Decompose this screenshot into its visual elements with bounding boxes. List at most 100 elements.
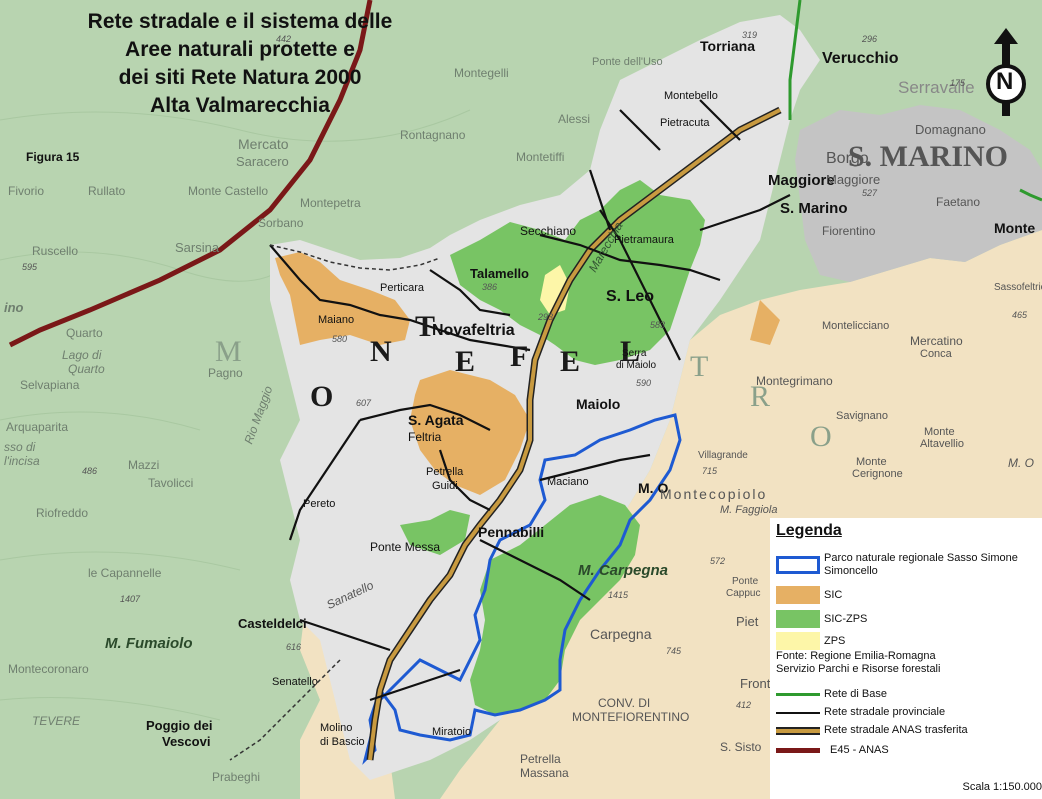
region-letter-t: T [415,310,438,343]
river-tevere: TEVERE [32,714,81,728]
town-borgo-maggiore: Maggiore [826,172,881,187]
town-petrella: Petrella [426,466,464,478]
town-m-o: M. O [1008,456,1034,470]
legend-label-e45: E45 - ANAS [830,744,889,756]
town-quarto: Quarto [66,326,103,340]
town-prabeghi: Prabeghi [212,770,261,784]
town-ciuno: ino [4,300,24,315]
town-maiano: Maiano [318,314,355,326]
sic-zps-area-messa [400,510,470,555]
elevation-label: 745 [666,646,682,656]
town-senatello: Senatello [272,676,318,688]
town-poggio-dei: Poggio dei [146,718,213,733]
town-selvapiana: Selvapiana [20,378,80,392]
town-guidi: Guidi [432,480,458,492]
peak-carpegna: M. Carpegna [578,562,669,579]
north-arrow-label: N [996,68,1014,95]
elevation-label: 412 [736,700,752,710]
town-petrella-massana: Petrella [520,752,561,766]
region-letter-o: O [310,380,336,413]
town-ponte-uso: Ponte dell'Uso [592,56,663,68]
town-mercatino: Mercatino [910,334,963,348]
elevation-label: 616 [286,642,302,652]
town-serravalle: Serravalle [898,78,975,97]
figure-label: Figura 15 [26,150,80,164]
title-line-1: Rete stradale e il sistema delle [87,10,393,33]
town-s-agata: S. Agata [408,412,464,428]
town-conv-di: CONV. DI [598,696,651,710]
town-massana: Massana [520,766,569,780]
town-montecoronaro: Montecoronaro [8,662,89,676]
region-letter-m: M [215,335,244,368]
elevation-label: 465 [1012,310,1028,320]
map-title: Rete stradale e il sistema delle Aree na… [20,8,460,120]
town-capannelle: le Capannelle [88,566,162,580]
sic-zps-area-carpegna [470,495,640,715]
legend-item-rete-anas: Rete stradale ANAS trasferita [776,724,968,737]
town-novafeltria: Novafeltria [432,322,515,339]
sic-area-east [750,300,780,345]
regional-boundary [229,244,441,761]
town-m: M. O [638,480,669,496]
elevation-label: 572 [710,556,726,566]
town-frontino: Front [740,676,771,691]
legend-title: Legenda [776,522,842,539]
town-s-leo: S. Leo [606,288,655,305]
town-monte-altavellio: Monte [924,426,955,438]
town-rullato: Rullato [88,184,126,198]
town-pagno: Pagno [208,366,243,380]
town-mercato: Mercato [238,136,289,152]
road-provinciale-network [269,99,791,702]
region-letter-n: N [370,335,394,368]
town-sarsina: Sarsina [175,240,220,255]
legend-label-rete-anas: Rete stradale ANAS trasferita [824,724,968,736]
town-molino: Molino [320,722,353,734]
legend-swatch-rete-base [776,693,820,696]
town-lago-di: Lago di [62,348,102,362]
town-borgo: Borgo [826,150,869,167]
town-monte: Monte [994,220,1036,236]
town-maiolo: Maiolo [576,396,621,412]
legend-source-line-1: Fonte: Regione Emilia-Romagna [776,650,936,662]
town-tavolicci: Tavolicci [148,476,194,490]
legend-label-sic: SIC [824,588,843,601]
town-ponte-messa: Ponte Messa [370,540,441,554]
town-riofreddo: Riofreddo [36,506,89,520]
town-ruscello: Ruscello [32,244,79,258]
legend-item-park: Parco naturale regionale Sasso Simone Si… [776,552,1024,578]
elevation-label: 590 [636,378,652,388]
town-pietracuta: Pietracuta [660,117,710,129]
town-saracero: Saracero [236,154,289,169]
elevation-label: 1415 [608,590,629,600]
town-montetiffi: Montetiffi [516,150,565,164]
town-monte-castello: Monte Castello [188,184,269,198]
town-sassofeltrio: Sassofeltrio [994,282,1042,293]
region-letter-o2: O [810,420,834,453]
town-secchiano: Secchiano [520,224,577,238]
legend-item-rete-provinciale: Rete stradale provinciale [776,706,945,719]
legend-swatch-e45 [776,748,820,753]
title-line-3: dei siti Rete Natura 2000 [118,66,362,89]
legend-item-sic: SIC [776,586,842,604]
legend-label-zps: ZPS [824,634,846,647]
town-alessi: Alessi [558,112,591,126]
sic-area-maiano [275,252,410,345]
region-letter-e: E [455,345,478,378]
town-domagnano: Domagnano [915,122,986,137]
road-anas [368,108,781,761]
title-line-2: Aree naturali protette e [125,38,355,61]
town-di-bascio: di Bascio [320,736,365,748]
north-arrow: N [980,28,1032,118]
town-montegelli: Montegelli [454,66,509,80]
town-conca: Conca [920,348,952,360]
legend-swatch-sic [776,586,820,604]
town-pietra: Piet [736,614,759,629]
town-casteldelci: Casteldelci [238,616,307,631]
elevation-label: 486 [82,466,98,476]
town-vescovi: Vescovi [162,734,211,749]
town-torriana: Torriana [700,38,755,54]
town-pennabilli: Pennabilli [478,524,545,540]
legend-item-rete-base: Rete di Base [776,688,887,701]
region-letter-t2: T [690,350,711,383]
